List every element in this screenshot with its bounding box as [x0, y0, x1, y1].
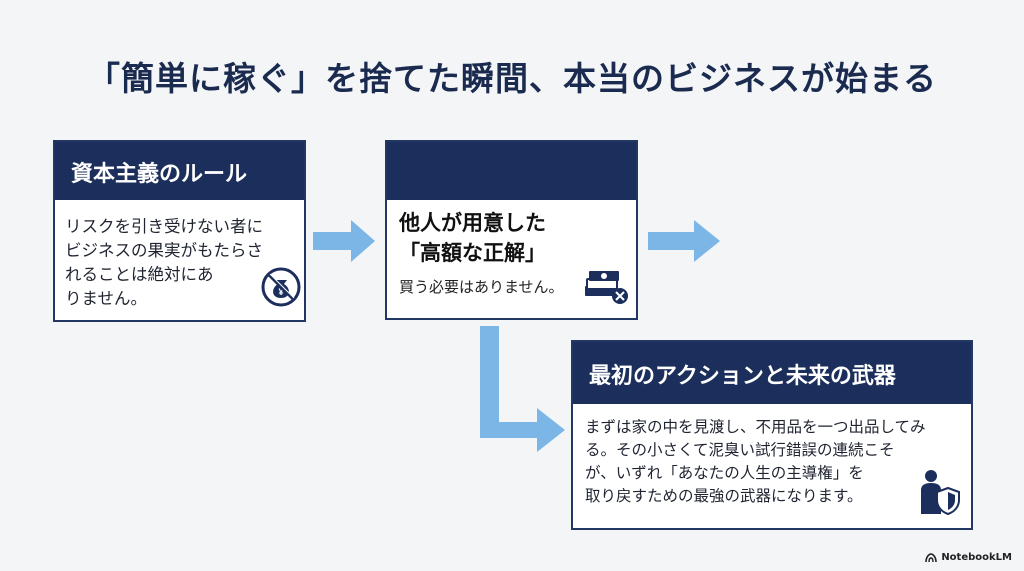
arrow-right-icon — [313, 220, 375, 262]
card-note: 買う必要はありません。 — [399, 278, 564, 296]
card-body-line: ビジネスの果実がもたらさ — [65, 241, 263, 260]
card-body-line: れることは絶対にあ — [65, 265, 214, 284]
card-body-line: 取り戻すための最強の武器になります。 — [585, 487, 863, 505]
page-title: 「簡単に稼ぐ」を捨てた瞬間、本当のビジネスが始まる — [87, 59, 937, 98]
no-cash-icon — [585, 271, 628, 304]
footer-brand-label: NotebookLM — [941, 552, 1012, 563]
card-header — [387, 142, 636, 200]
card-body: 他人が用意した 「高額な正解」 買う必要はありません。 — [387, 200, 636, 297]
notebooklm-logo-icon — [925, 552, 938, 562]
card-body: リスクを引き受けない者に ビジネスの果実がもたらさ れることは絶対にあ りません… — [55, 200, 304, 311]
person-shield-icon — [921, 470, 960, 516]
capitalism-rule-card: 資本主義のルール リスクを引き受けない者に ビジネスの果実がもたらさ れることは… — [53, 140, 306, 322]
card-headline-line: 「高額な正解」 — [399, 241, 546, 265]
card-header: 資本主義のルール — [55, 142, 304, 200]
expensive-answer-card: 他人が用意した 「高額な正解」 買う必要はありません。 — [385, 140, 638, 320]
svg-text:¥: ¥ — [278, 287, 283, 297]
first-action-card: 最初のアクションと未来の武器 まずは家の中を見渡し、不用品を一つ出品してみ る。… — [571, 340, 973, 530]
arrow-right-icon — [648, 220, 720, 262]
arrow-bent-icon — [480, 326, 565, 452]
card-headline-line: 他人が用意した — [399, 211, 546, 235]
card-body: まずは家の中を見渡し、不用品を一つ出品してみ る。その小さくて泥臭い試行錯誤の連… — [573, 404, 971, 508]
footer-brand: NotebookLM — [925, 552, 1012, 563]
card-header: 最初のアクションと未来の武器 — [573, 342, 971, 404]
card-body-line: リスクを引き受けない者に — [65, 217, 263, 236]
card-body-line: りません。 — [65, 289, 148, 308]
card-body-line: が、いずれ「あなたの人生の主導権」を — [585, 464, 864, 482]
card-body-line: る。その小さくて泥臭い試行錯誤の連続こそ — [585, 441, 895, 459]
no-money-bag-icon: ¥ — [261, 267, 301, 307]
card-body-line: まずは家の中を見渡し、不用品を一つ出品してみ — [585, 418, 926, 436]
